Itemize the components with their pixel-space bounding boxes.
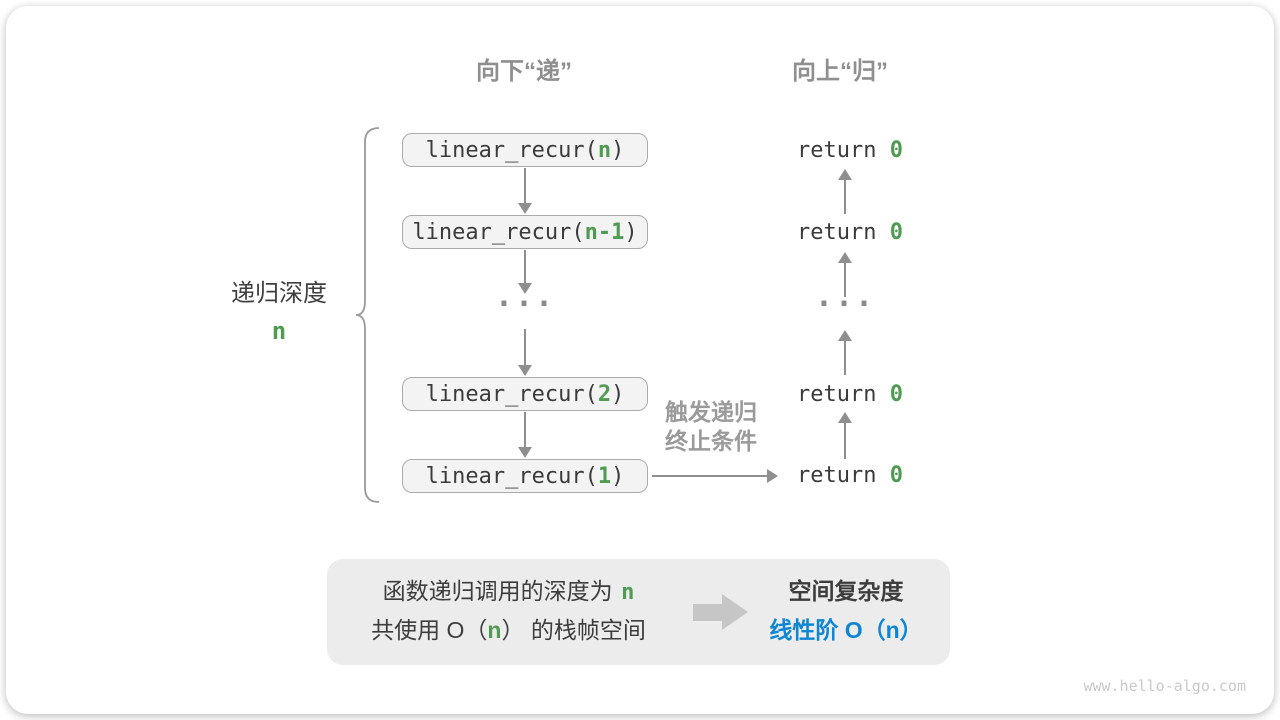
return-keyword: return — [797, 219, 890, 245]
call-label: linear_recur(n) — [426, 138, 625, 163]
call-label: linear_recur(2) — [426, 382, 625, 407]
summary-line2: 共使用 O（n） 的栈帧空间 — [327, 611, 690, 650]
call-prefix: linear_recur( — [425, 463, 598, 489]
summary-panel: 函数递归调用的深度为 n 共使用 O（n） 的栈帧空间 空间复杂度 线性阶 O（… — [327, 559, 950, 665]
return-statement: return 0 — [765, 460, 935, 490]
return-statement: return 0 — [765, 379, 935, 409]
return-keyword: return — [797, 137, 890, 163]
base-case-label: 触发递归 终止条件 — [631, 398, 791, 456]
return-keyword: return — [797, 381, 890, 407]
arrow-down-icon — [518, 329, 532, 376]
return-value: 0 — [889, 462, 903, 488]
summary-right-text: 空间复杂度 线性阶 O（n） — [751, 572, 941, 650]
arrow-down-icon — [518, 168, 532, 214]
return-ellipsis: ... — [814, 279, 876, 314]
implies-arrow-icon — [693, 604, 723, 621]
call-box-2: linear_recur(2) — [402, 377, 648, 411]
arrow-up-icon — [838, 412, 852, 459]
arrow-up-icon — [838, 252, 852, 297]
implies-arrow-head-icon — [722, 594, 748, 630]
arrow-up-icon — [838, 169, 852, 214]
call-prefix: linear_recur( — [425, 137, 598, 163]
arrow-down-icon — [518, 412, 532, 458]
return-value: 0 — [889, 219, 903, 245]
call-label: linear_recur(1) — [426, 464, 625, 489]
call-box-1: linear_recur(1) — [402, 459, 648, 493]
call-suffix: ) — [624, 219, 638, 245]
call-box-n-1: linear_recur(n-1) — [402, 215, 648, 249]
summary-left-text: 函数递归调用的深度为 n 共使用 O（n） 的栈帧空间 — [327, 572, 690, 650]
return-keyword: return — [797, 462, 890, 488]
header-ascend: 向上“归” — [792, 58, 888, 85]
return-value: 0 — [889, 137, 903, 163]
call-arg: 1 — [597, 463, 612, 489]
depth-label: 递归深度 — [231, 280, 327, 307]
base-case-line1: 触发递归 — [665, 399, 757, 425]
complexity-result: 线性阶 O（n） — [769, 617, 923, 643]
call-suffix: ) — [611, 381, 625, 407]
header-descend: 向下“递” — [476, 58, 572, 85]
call-suffix: ) — [611, 463, 625, 489]
return-statement: return 0 — [765, 135, 935, 165]
summary-line1-text: 函数递归调用的深度为 — [382, 578, 620, 604]
summary-line1: 函数递归调用的深度为 n — [327, 572, 690, 611]
summary-line2-suffix: ） 的栈帧空间 — [501, 617, 646, 643]
summary-line2-value: n — [487, 617, 502, 643]
base-case-line2: 终止条件 — [665, 428, 757, 454]
call-label: linear_recur(n-1) — [412, 220, 637, 245]
return-value: 0 — [889, 381, 903, 407]
arrow-up-icon — [838, 330, 852, 375]
call-prefix: linear_recur( — [425, 381, 598, 407]
call-arg: n — [597, 137, 612, 163]
depth-brace-icon — [355, 127, 380, 503]
call-arg: 2 — [597, 381, 612, 407]
summary-line2-prefix: 共使用 O（ — [371, 617, 488, 643]
depth-value: n — [271, 317, 287, 345]
return-statement: return 0 — [765, 217, 935, 247]
watermark: www.hello-algo.com — [1083, 677, 1246, 695]
call-suffix: ) — [611, 137, 625, 163]
arrow-down-icon — [518, 250, 532, 294]
arrow-right-icon — [652, 469, 778, 483]
summary-line1-value: n — [621, 580, 635, 605]
call-box-n: linear_recur(n) — [402, 133, 648, 167]
call-prefix: linear_recur( — [412, 219, 585, 245]
call-arg: n-1 — [584, 219, 625, 245]
call-ellipsis: ... — [494, 279, 556, 314]
complexity-title: 空间复杂度 — [788, 578, 904, 604]
